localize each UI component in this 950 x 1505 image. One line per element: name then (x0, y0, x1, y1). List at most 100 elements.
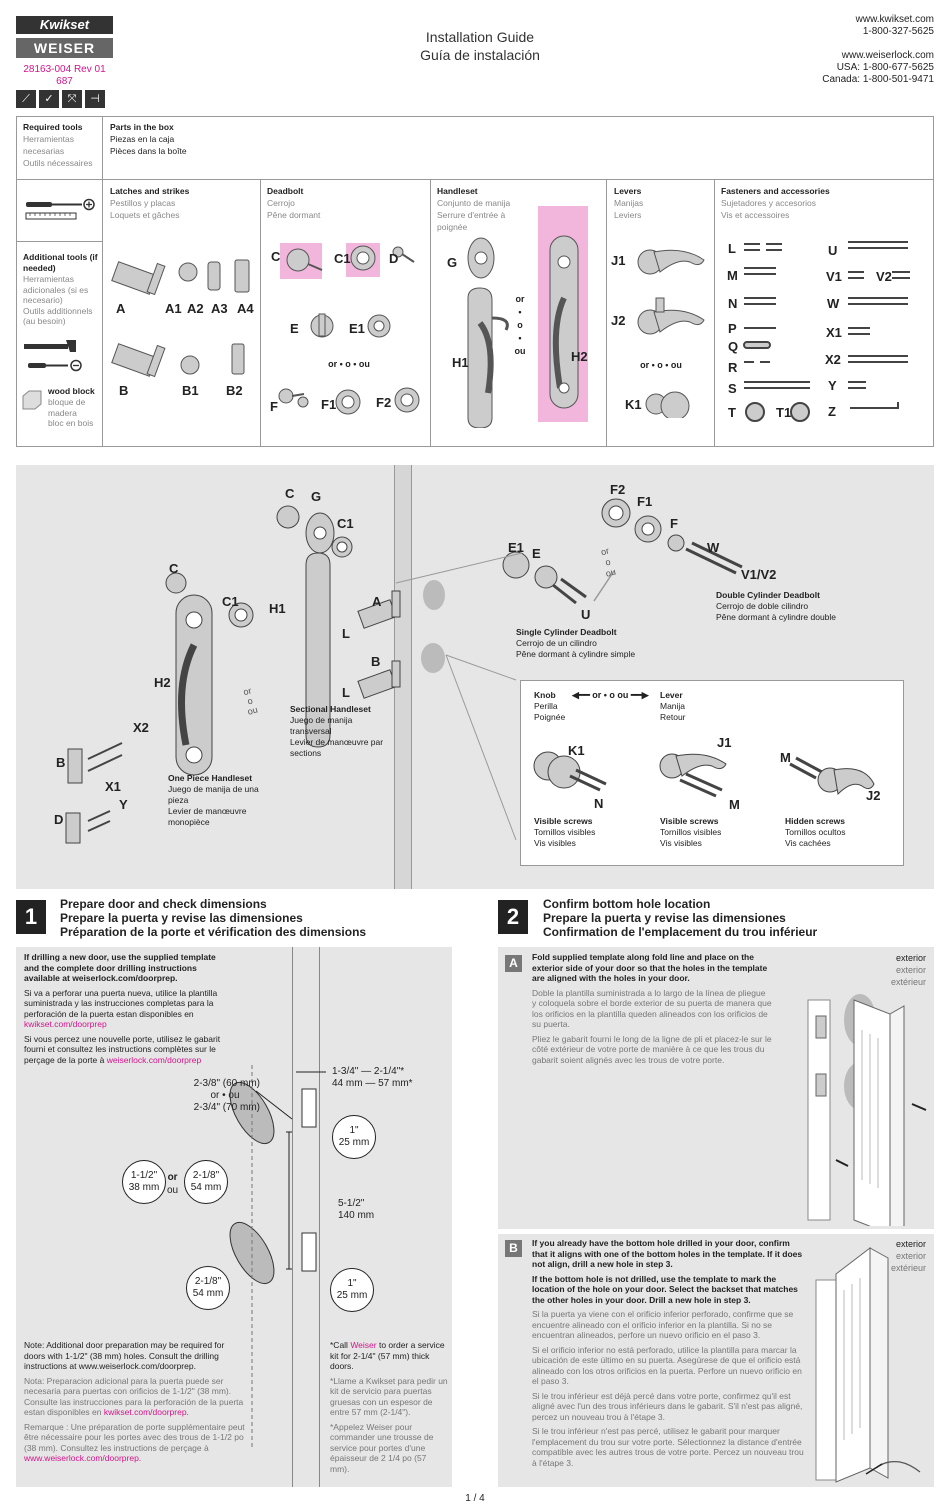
label-F1: F1 (321, 397, 337, 412)
label-H1: H1 (452, 355, 469, 370)
exterior-a-en: exterior (895, 953, 926, 963)
or-dot-1: • (518, 307, 522, 317)
label-A1: A1 (165, 301, 182, 316)
step-1-p2-link[interactable]: kwikset.com/doorprep (24, 1019, 107, 1029)
drill-icon: ⤧ (62, 90, 82, 108)
label-R: R (728, 360, 738, 375)
step-2b-fr-2: Si le trou inférieur n'est pas percé, ut… (532, 1426, 804, 1468)
step-2a-text: Fold supplied template along fold line a… (532, 952, 772, 1069)
step-2a-exterior-label: exterior exterior extérieur (880, 952, 926, 988)
exploded-label-X1: X1 (105, 779, 121, 794)
exploded-label-L2: L (342, 685, 350, 700)
visible-screws-knob-es: Tornillos visibles (534, 827, 596, 837)
handleset-fr: Serrure d'entrée à poignée (437, 210, 506, 232)
step-2-title-en: Confirm bottom hole location (543, 897, 711, 911)
exploded-label-G: G (311, 489, 322, 504)
label-L: L (728, 241, 736, 256)
screwdriver-and-tape-icon (25, 198, 95, 220)
additional-tools-fr: Outils additionnels (au besoin) (23, 305, 93, 327)
door-face-line-1 (292, 947, 293, 1487)
document-number: 28163-004 Rev 01 687 (16, 64, 113, 88)
parts-table (16, 116, 934, 447)
exploded-label-H1: H1 (269, 601, 286, 616)
tool-icon-row: ⟋ ✓ ⤧ ⊣ (16, 90, 105, 108)
check-icon: ✓ (39, 90, 59, 108)
step-2b-es-1: Si la puerta ya viene con el orificio in… (532, 1309, 794, 1340)
kwikset-phone: 1-800-327-5625 (862, 26, 934, 37)
step-2a-en: Fold supplied template along fold line a… (532, 952, 768, 983)
exploded-diagram (65, 498, 743, 844)
double-cyl-fr: Pêne dormant à cylindre double (716, 612, 837, 622)
edge-hole-upper-dimension: 1" 25 mm (332, 1115, 376, 1159)
handleset-header: Handleset Conjunto de manija Serrure d'e… (437, 186, 527, 233)
deadbolt-fr: Pêne dormant (267, 210, 321, 220)
step-2b-en-1: If you already have the bottom hole dril… (532, 1238, 803, 1269)
contact-info: www.kwikset.com 1-800-327-5625 www.weise… (822, 14, 934, 86)
label-K1: K1 (625, 397, 642, 412)
exploded-label-F: F (670, 516, 678, 531)
double-cyl-es: Cerrojo de doble cilindro (716, 601, 809, 611)
label-M: M (727, 268, 738, 283)
visible-screws-knob: Visible screws Tornillos visibles Vis vi… (534, 816, 634, 849)
additional-tools-es: Herramientas adicionales (si es necesari… (23, 274, 89, 305)
double-cylinder-label: Double Cylinder Deadbolt Cerrojo de dobl… (716, 590, 866, 623)
deadbolt-illustration (278, 245, 420, 415)
edge-hole-upper-mm: 25 mm (338, 1137, 370, 1148)
sectional-es: Juego de manija transversal (290, 715, 353, 736)
label-Z: Z (828, 404, 836, 419)
step-2b-text: If you already have the bottom hole dril… (532, 1238, 804, 1472)
lever-es: Manija (660, 701, 686, 711)
step-1-note-es-link[interactable]: kwikset.com/doorprep. (103, 1407, 189, 1417)
knob-lever-illustration (533, 751, 875, 798)
required-tools-title: Required tools (23, 122, 83, 132)
wood-block-fr: bloc en bois (48, 418, 94, 428)
latches-title: Latches and strikes (110, 186, 190, 196)
sectional-en: Sectional Handleset (290, 704, 371, 714)
label-U: U (828, 243, 838, 258)
exploded-label-E: E (532, 546, 541, 561)
label-S: S (728, 381, 737, 396)
knob-fr: Poignée (534, 712, 566, 722)
step-2b-exterior-label: exterior exterior extérieur (880, 1238, 926, 1274)
one-piece-en: One Piece Handleset (168, 773, 253, 783)
one-piece-es: Juego de manija de una pieza (168, 784, 259, 805)
step-1-note-fr-link[interactable]: www.weiserlock.com/doorprep. (24, 1453, 142, 1463)
hidden-screws: Hidden screws Tornillos ocultos Vis cach… (785, 816, 885, 849)
latches-es: Pestillos y placas (110, 198, 176, 208)
single-cyl-es: Cerrojo de un cilindro (516, 638, 597, 648)
parts-in-box-fr: Pièces dans la boîte (110, 146, 187, 156)
service-kit-en: *Call Weiser to order a service kit for … (330, 1340, 448, 1372)
exploded-label-E1: E1 (508, 540, 524, 555)
exploded-label-U: U (581, 607, 591, 622)
weiser-phone-usa: USA: 1-800-677-5625 (836, 62, 934, 73)
label-T1: T1 (776, 405, 792, 420)
step-1-p1: If drilling a new door, use the supplied… (24, 952, 216, 983)
sectional-fr: Levier de manœuvre par sections (290, 737, 384, 758)
step-1-note-es-text: Nota: Preparacion adicional para la puer… (24, 1375, 244, 1418)
label-A2: A2 (187, 301, 204, 316)
exterior-a-es: exterior (895, 965, 926, 975)
template-on-door-b (815, 1246, 921, 1483)
hole-spacing-dimension: 5-1/2" 140 mm (338, 1198, 374, 1222)
edge-hole-lower-dimension: 1" 25 mm (330, 1268, 374, 1312)
hole-54mm-dimension: 2-1/8" 54 mm (184, 1160, 228, 1204)
one-piece-label: One Piece Handleset Juego de manija de u… (168, 773, 278, 828)
step-1-title-fr: Préparation de la porte et vérification … (60, 925, 367, 939)
step-1-p2-text: Si va a perforar una puerta nueva, utili… (24, 987, 218, 1019)
or-en: or (515, 294, 525, 304)
label-T: T (728, 405, 736, 420)
hole-54-in: 2-1/8" (192, 1170, 220, 1181)
backset-70: 2-3/4" (70 mm) (193, 1102, 260, 1113)
fasteners-header: Fasteners and accessories Sujetadores y … (721, 186, 830, 221)
step-1-p3-link[interactable]: weiserlock.com/doorprep (106, 1054, 202, 1065)
service-kit-fr: *Appelez Weiser pour commander une trous… (330, 1421, 434, 1474)
label-J1: J1 (611, 253, 626, 268)
sectional-label: Sectional Handleset Juego de manija tran… (290, 704, 390, 759)
visible-screws-lever-en: Visible screws (660, 816, 719, 826)
step-1-p3: Si vous percez une nouvelle porte, utili… (24, 1034, 224, 1066)
kwikset-website[interactable]: www.kwikset.com (855, 14, 934, 25)
step-1-p2: Si va a perforar una puerta nueva, utili… (24, 988, 224, 1030)
weiser-website[interactable]: www.weiserlock.com (841, 50, 934, 61)
service-kit-es: *Llame a Kwikset para pedir un kit de se… (330, 1375, 448, 1418)
visible-screws-knob-en: Visible screws (534, 816, 593, 826)
